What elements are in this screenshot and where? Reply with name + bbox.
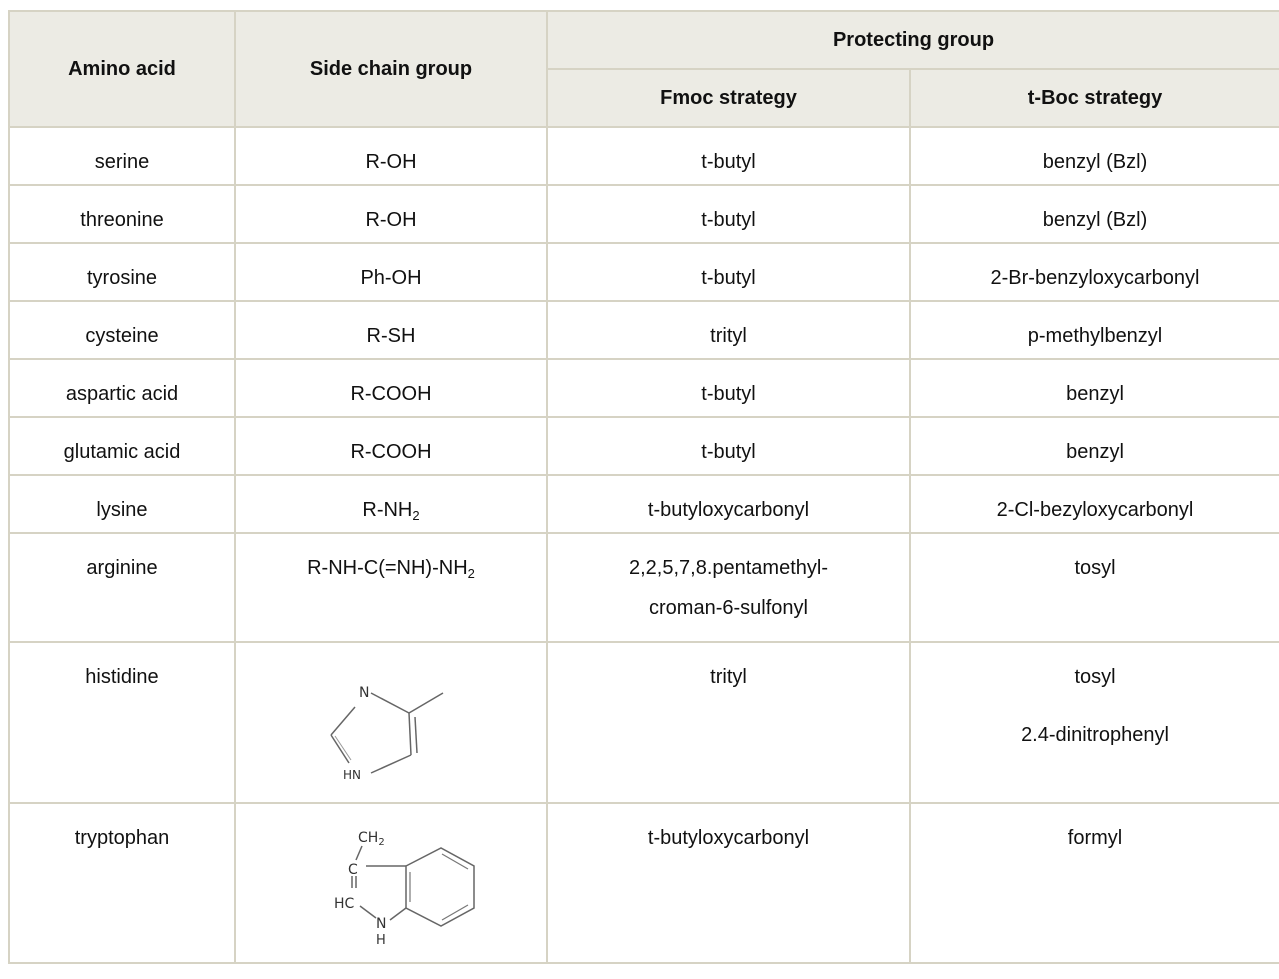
protecting-group-table: Amino acid Side chain group Protecting g… <box>8 10 1279 964</box>
table-row: histidine N HN trityl tosyl 2.4 <box>8 641 1279 804</box>
struct-c-label: C <box>348 862 358 878</box>
cell-tboc: benzyl <box>908 416 1279 476</box>
cell-fmoc: t-butyl <box>546 126 911 186</box>
imidazole-structure-icon: N HN <box>330 685 444 782</box>
cell-tboc: 2-Br-benzyloxycarbonyl <box>908 242 1279 302</box>
table-row: tryptophan CH2 C HC N H <box>8 802 1279 964</box>
header-tboc-strategy: t-Boc strategy <box>908 68 1279 128</box>
cell-fmoc: t-butyl <box>546 416 911 476</box>
cell-tboc: 2-Cl-bezyloxycarbonyl <box>908 474 1279 534</box>
cell-fmoc: t-butyl <box>546 184 911 244</box>
cell-fmoc: trityl <box>546 641 911 804</box>
struct-ch2-label: CH2 <box>358 830 385 848</box>
cell-side-chain: CH2 C HC N H <box>234 802 548 964</box>
table-row: aspartic acid R-COOH t-butyl benzyl <box>8 358 1279 418</box>
cell-side-chain: Ph-OH <box>234 242 548 302</box>
cell-side-chain: R-OH <box>234 184 548 244</box>
header-side-chain-group: Side chain group <box>234 10 548 128</box>
cell-amino-acid: cysteine <box>8 300 236 360</box>
table-row: arginine R-NH-C(=NH)-NH2 2,2,5,7,8.penta… <box>8 532 1279 643</box>
table-row: glutamic acid R-COOH t-butyl benzyl <box>8 416 1279 476</box>
cell-tboc: benzyl (Bzl) <box>908 184 1279 244</box>
cell-amino-acid: aspartic acid <box>8 358 236 418</box>
cell-tboc: tosyl 2.4-dinitrophenyl <box>908 641 1279 804</box>
cell-tboc: p-methylbenzyl <box>908 300 1279 360</box>
cell-amino-acid: glutamic acid <box>8 416 236 476</box>
cell-side-chain: R-NH-C(=NH)-NH2 <box>234 532 548 643</box>
header-amino-acid: Amino acid <box>8 10 236 128</box>
side-chain-text: R-NH-C(=NH)-NH <box>307 557 468 579</box>
table-row: serine R-OH t-butyl benzyl (Bzl) <box>8 126 1279 186</box>
header-row-1: Amino acid Side chain group Protecting g… <box>8 10 1279 128</box>
cell-amino-acid: tyrosine <box>8 242 236 302</box>
cell-side-chain: R-COOH <box>234 416 548 476</box>
table-row: cysteine R-SH trityl p-methylbenzyl <box>8 300 1279 360</box>
cell-amino-acid: histidine <box>8 641 236 804</box>
cell-amino-acid: arginine <box>8 532 236 643</box>
cell-fmoc: t-butyl <box>546 358 911 418</box>
header-protecting-group: Protecting group <box>545 10 1279 70</box>
cell-tboc: formyl <box>908 802 1279 964</box>
cell-amino-acid: threonine <box>8 184 236 244</box>
cell-side-chain: N HN <box>234 641 548 804</box>
cell-amino-acid: tryptophan <box>8 802 236 964</box>
fmoc-line-1: 2,2,5,7,8.pentamethyl- <box>628 557 828 579</box>
cell-tboc: benzyl (Bzl) <box>908 126 1279 186</box>
subscript: 2 <box>412 508 420 523</box>
cell-side-chain: R-SH <box>234 300 548 360</box>
tboc-line-2: 2.4-dinitrophenyl <box>1021 724 1169 746</box>
cell-fmoc: trityl <box>546 300 911 360</box>
cell-amino-acid: serine <box>8 126 236 186</box>
table-row: lysine R-NH2 t-butyloxycarbonyl 2-Cl-bez… <box>8 474 1279 534</box>
cell-amino-acid: lysine <box>8 474 236 534</box>
table-row: tyrosine Ph-OH t-butyl 2-Br-benzyloxycar… <box>8 242 1279 302</box>
cell-side-chain: R-COOH <box>234 358 548 418</box>
cell-fmoc: 2,2,5,7,8.pentamethyl- croman-6-sulfonyl <box>546 532 911 643</box>
cell-tboc: benzyl <box>908 358 1279 418</box>
header-fmoc-strategy: Fmoc strategy <box>546 68 911 128</box>
struct-n-label: N <box>359 685 369 701</box>
struct-n-label: N <box>376 916 386 932</box>
cell-side-chain: R-OH <box>234 126 548 186</box>
fmoc-line-2: croman-6-sulfonyl <box>649 597 808 619</box>
indole-structure-icon: CH2 C HC N H <box>334 830 475 946</box>
struct-hc-label: HC <box>334 896 355 912</box>
side-chain-text: R-NH <box>362 499 413 521</box>
tboc-line-1: tosyl <box>1074 666 1116 688</box>
cell-fmoc: t-butyloxycarbonyl <box>546 802 911 964</box>
cell-side-chain: R-NH2 <box>234 474 548 534</box>
cell-fmoc: t-butyl <box>546 242 911 302</box>
table-row: threonine R-OH t-butyl benzyl (Bzl) <box>8 184 1279 244</box>
struct-h-label: H <box>376 933 386 946</box>
cell-fmoc: t-butyloxycarbonyl <box>546 474 911 534</box>
subscript: 2 <box>467 566 475 581</box>
struct-hn-label: HN <box>343 768 361 782</box>
cell-tboc: tosyl <box>908 532 1279 643</box>
